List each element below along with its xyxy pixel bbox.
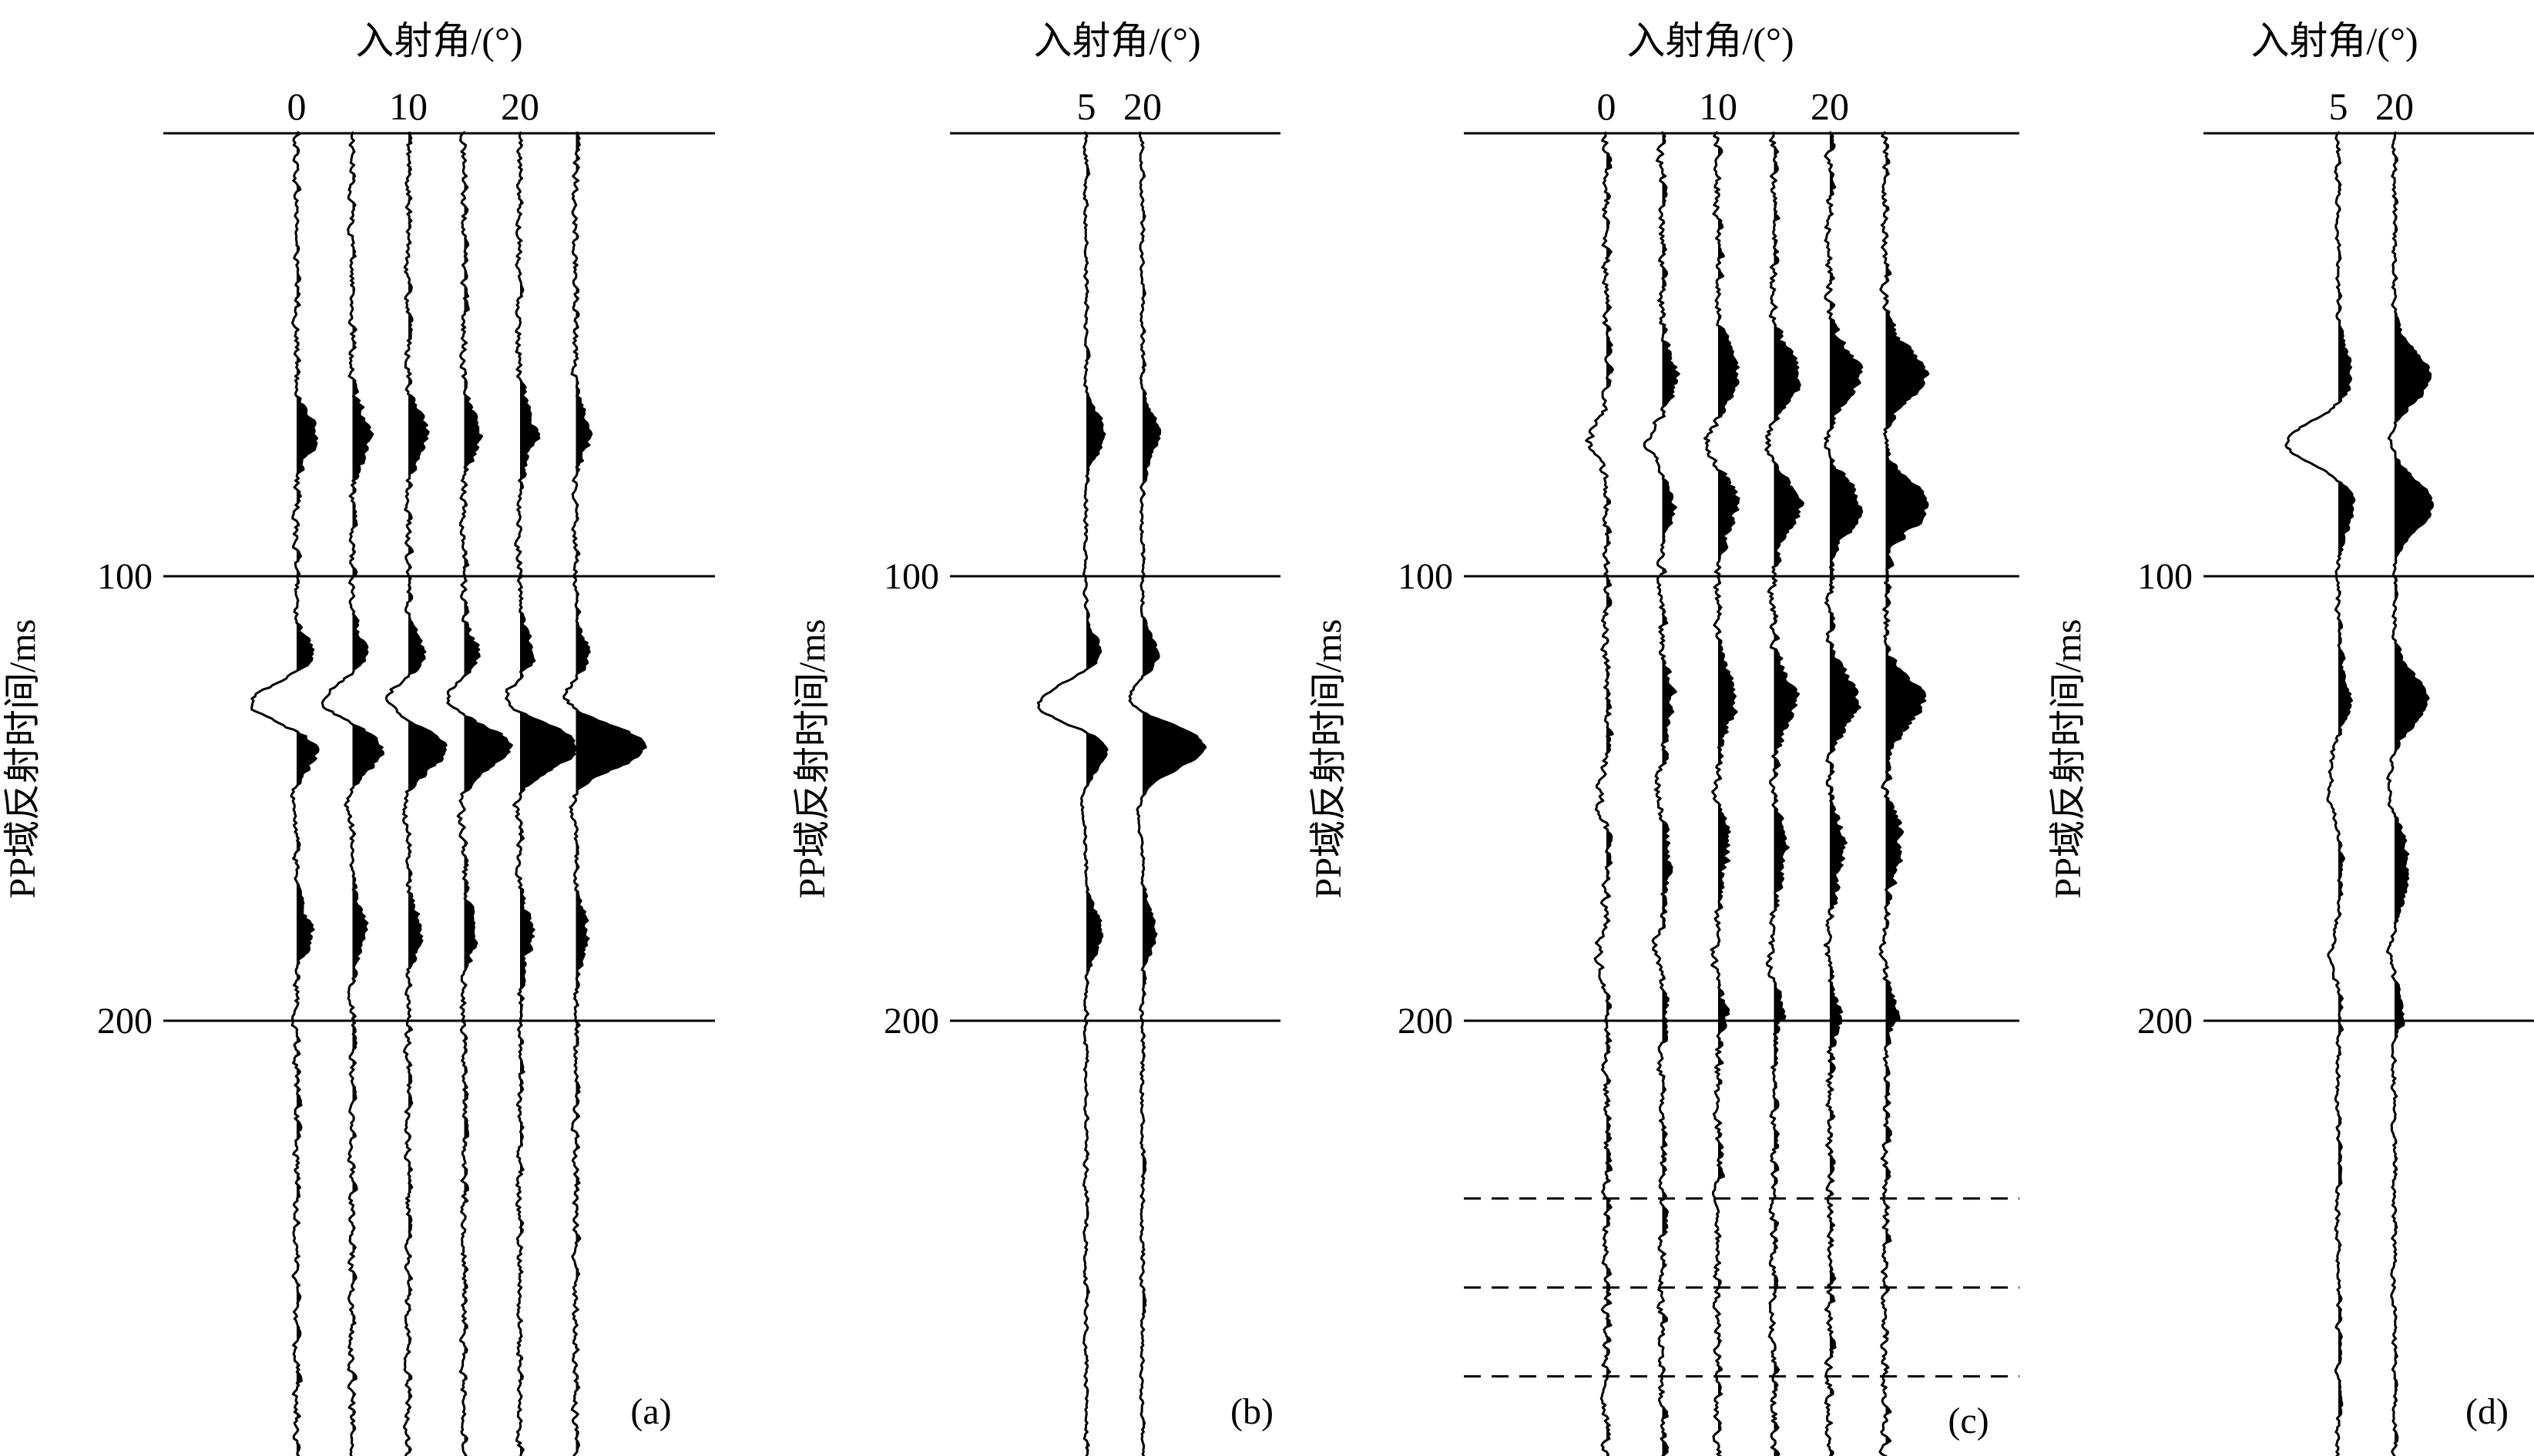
- panel-c-trace-line: [1643, 131, 1680, 1456]
- panel-b-x-title: 入射角/(°): [1033, 19, 1200, 62]
- panel-a-x-tick-label: 20: [501, 85, 539, 128]
- panel-b-y-title: PP域反射时间/ms: [792, 619, 833, 899]
- panel-d-x-title: 入射角/(°): [2250, 19, 2418, 62]
- panel-c-x-title: 入射角/(°): [1626, 19, 1794, 62]
- panel-a-x-tick-label: 0: [287, 85, 307, 128]
- panel-c-y-tick-label: 100: [1398, 556, 1453, 597]
- panel-b-y-tick-label: 200: [884, 1001, 939, 1042]
- panel-b-label: (b): [1230, 1391, 1274, 1432]
- panel-d-y-tick-label: 100: [2137, 556, 2193, 597]
- panel-d-label: (d): [2465, 1391, 2509, 1432]
- panel-c-trace-fill: [1718, 132, 1739, 1456]
- panel-a-trace-line: [562, 131, 647, 1456]
- panel-d-x-tick-label: 5: [2329, 85, 2348, 128]
- panel-a-trace-line: [505, 131, 578, 1456]
- panel-a-y-title: PP域反射时间/ms: [2, 619, 43, 899]
- panel-b: 入射角/(°) PP域反射时间/ms (b) 100 200 5 20: [792, 19, 1280, 1456]
- panel-a-y-tick-label: 200: [97, 1001, 153, 1042]
- panel-d-axes: 100 200 5 20: [2137, 85, 2534, 1042]
- panel-a-trace-line: [250, 130, 320, 1456]
- panel-c-trace-line: [1703, 130, 1740, 1456]
- panel-c-trace-line: [1823, 130, 1864, 1456]
- panel-a-trace-fill: [352, 132, 384, 1456]
- panel-d-trace-line: [2284, 130, 2356, 1456]
- panel-c-y-title: PP域反射时间/ms: [1308, 619, 1349, 899]
- panel-c-trace-line: [1878, 130, 1930, 1456]
- panel-a-axes: 100 200 0 10 20: [97, 85, 715, 1042]
- panel-a-trace-line: [446, 130, 513, 1456]
- panel-a-x-tick-label: 10: [389, 85, 428, 128]
- panel-b-traces: [1036, 131, 1207, 1456]
- panel-a-label: (a): [630, 1391, 671, 1432]
- panel-b-x-tick-label: 5: [1077, 85, 1096, 128]
- panel-d: 入射角/(°) PP域反射时间/ms (d) 100 200 5 20: [2048, 19, 2534, 1456]
- panel-c-traces: [1585, 130, 1930, 1456]
- panel-d-y-tick-label: 200: [2137, 1001, 2193, 1042]
- panel-c-trace-line: [1585, 131, 1614, 1456]
- panel-a: 入射角/(°) PP域反射时间/ms (a) 100 200 0 10 20: [2, 19, 715, 1456]
- panel-d-trace-line: [2385, 131, 2435, 1456]
- panel-d-y-title: PP域反射时间/ms: [2048, 619, 2089, 899]
- panel-a-x-title: 入射角/(°): [355, 19, 522, 62]
- panel-d-trace-fill: [2395, 132, 2433, 1456]
- panel-b-trace-line: [1036, 131, 1109, 1456]
- panel-a-trace-line: [321, 131, 384, 1456]
- panel-c-trace-line: [1764, 131, 1804, 1456]
- panel-a-trace-line: [384, 131, 448, 1456]
- panel-c-x-tick-label: 0: [1597, 85, 1616, 128]
- panel-b-y-tick-label: 100: [884, 556, 939, 597]
- panel-c: 入射角/(°) PP域反射时间/ms (c) 100 200 0 10 20: [1308, 19, 2019, 1456]
- panel-c-trace-fill: [1830, 132, 1862, 1456]
- panel-c-axes: 100 200 0 10 20: [1398, 85, 2019, 1378]
- panel-c-label: (c): [1948, 1401, 1989, 1441]
- panel-b-axes: 100 200 5 20: [884, 85, 1280, 1042]
- panel-c-trace-fill: [1774, 132, 1804, 1456]
- panel-a-traces: [250, 130, 647, 1456]
- panel-c-trace-fill: [1885, 132, 1928, 1456]
- panel-c-x-tick-label: 10: [1699, 85, 1737, 128]
- panel-d-traces: [2284, 130, 2435, 1456]
- panel-c-y-tick-label: 200: [1398, 1001, 1453, 1042]
- panel-d-x-tick-label: 20: [2375, 85, 2414, 128]
- panel-a-y-tick-label: 100: [97, 556, 153, 597]
- panel-c-x-tick-label: 20: [1811, 85, 1849, 128]
- panel-b-x-tick-label: 20: [1123, 85, 1162, 128]
- panel-b-trace-line: [1128, 131, 1207, 1456]
- panel-c-trace-fill: [1662, 132, 1680, 1456]
